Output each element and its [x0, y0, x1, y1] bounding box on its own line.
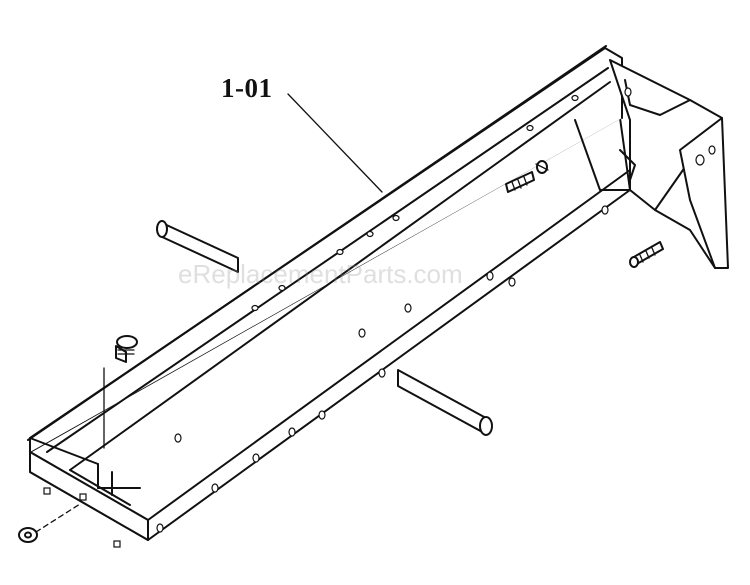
watermark-text: eReplacementParts.com [178, 259, 463, 289]
callout-leader [287, 93, 383, 193]
rail-holes [43, 94, 609, 548]
bolt-front-vertical [103, 335, 138, 449]
rear-axle [156, 220, 239, 273]
nut-front-end [18, 503, 81, 543]
part-callout-label: 1-01 [221, 73, 273, 103]
front-axle [397, 369, 493, 436]
bolt-rail-center [505, 160, 549, 193]
rear-bracket [574, 59, 729, 269]
bolt-bracket [629, 241, 664, 268]
main-frame-rail [27, 45, 631, 541]
